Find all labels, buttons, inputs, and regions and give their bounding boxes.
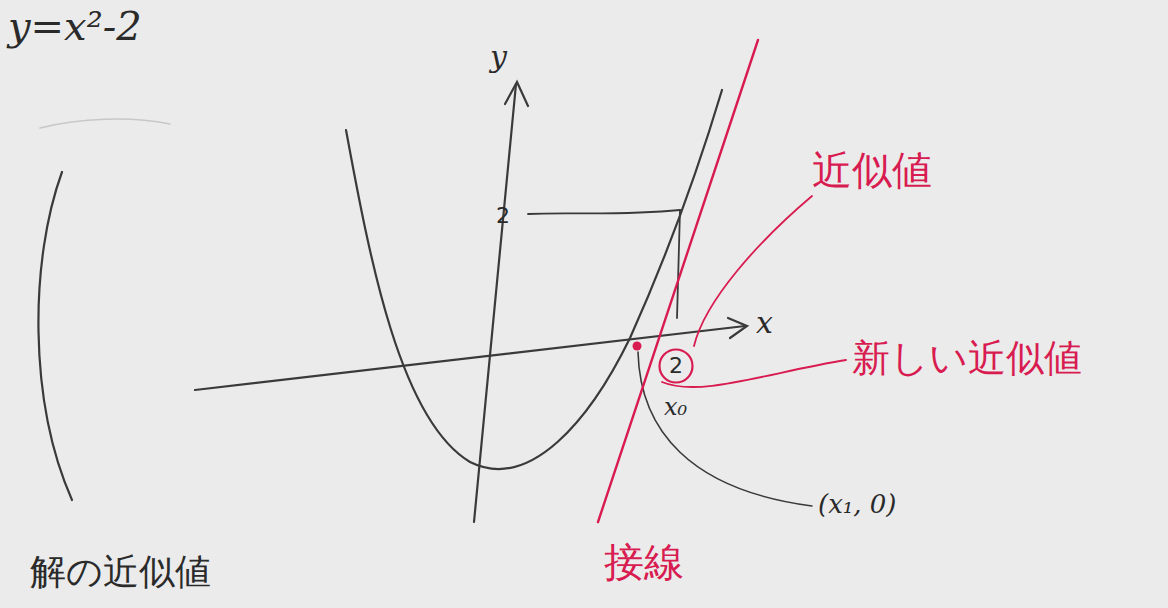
leader-line <box>638 352 812 506</box>
y-axis-arrow <box>505 82 528 106</box>
node-text: 2 <box>658 348 694 377</box>
leader-line <box>694 196 812 346</box>
x-axis <box>195 326 745 390</box>
callout-text: 近似値 <box>812 148 932 192</box>
bracket <box>38 172 72 500</box>
axis-label: y <box>490 40 507 73</box>
y-axis <box>474 84 516 522</box>
intersection-dot <box>633 342 642 351</box>
parabola <box>346 90 722 469</box>
point-label: x₀ <box>664 394 687 420</box>
equation: y=x²-2 <box>8 4 142 48</box>
point-label: (x₁, 0) <box>818 490 896 519</box>
guide-line <box>528 210 680 214</box>
guide-line <box>677 210 680 318</box>
tick-label: 2 <box>496 204 510 228</box>
axis-label: x <box>756 306 773 339</box>
tangent-line <box>598 40 758 522</box>
circled-value: 2 <box>658 348 694 384</box>
x-axis-arrow <box>728 318 747 338</box>
callout-text: 接線 <box>604 540 684 584</box>
note-text: 解の近似値 <box>30 552 211 592</box>
callout-text: 新しい近似値 <box>852 338 1082 380</box>
faint-arc <box>40 119 170 128</box>
